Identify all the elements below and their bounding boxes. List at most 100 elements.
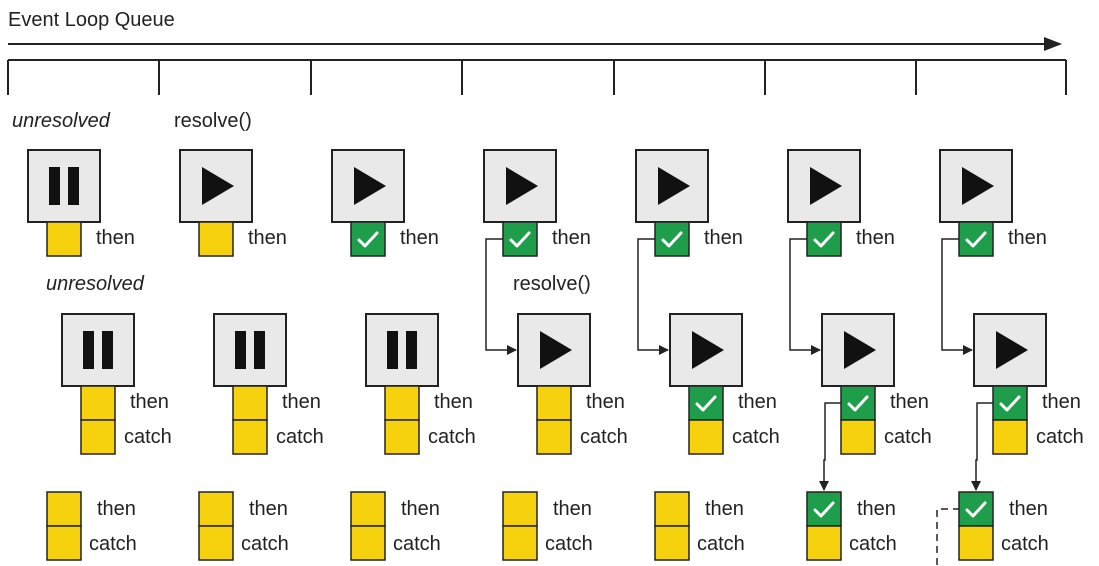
- then-label: then: [705, 498, 744, 520]
- promise2-resolve-label: resolve(): [513, 273, 591, 295]
- play-icon: [692, 331, 724, 369]
- event-loop-timeline: [7, 37, 1067, 95]
- promise2-state-label: unresolved: [46, 273, 145, 295]
- catch-slot: [350, 525, 386, 561]
- then-label: then: [1009, 498, 1048, 520]
- then-label: then: [96, 227, 135, 249]
- catch-slot: [958, 525, 994, 561]
- then-slot: [806, 491, 842, 527]
- play-icon: [962, 167, 994, 205]
- catch-label: catch: [393, 533, 441, 555]
- checkmark-icon: [965, 501, 987, 518]
- catch-slot: [536, 419, 572, 455]
- then-label: then: [857, 498, 896, 520]
- promise1-card: then: [635, 149, 743, 257]
- checkmark-icon: [965, 231, 987, 248]
- then-slot: [502, 491, 538, 527]
- play-icon: [844, 331, 876, 369]
- then-slot: [958, 221, 994, 257]
- then-label: then: [130, 391, 169, 413]
- catch-label: catch: [1001, 533, 1049, 555]
- then-slot: [958, 491, 994, 527]
- then-label: then: [856, 227, 895, 249]
- checkmark-icon: [999, 395, 1021, 412]
- play-icon: [540, 331, 572, 369]
- pause-icon: [387, 331, 417, 369]
- catch-label: catch: [545, 533, 593, 555]
- then-slot: [992, 385, 1028, 421]
- catch-label: catch: [89, 533, 137, 555]
- pause-icon: [235, 331, 265, 369]
- then-label: then: [97, 498, 136, 520]
- then-label: then: [401, 498, 440, 520]
- promise1-card: then: [939, 149, 1047, 257]
- catch-slot: [688, 419, 724, 455]
- then-slot: [654, 221, 690, 257]
- resolve-connector-arrow: [789, 238, 821, 355]
- catch-label: catch: [732, 426, 780, 448]
- resolve-connector-arrow: [485, 238, 517, 355]
- catch-label: catch: [580, 426, 628, 448]
- then-slot: [840, 385, 876, 421]
- pause-icon: [49, 167, 79, 205]
- then-label: then: [552, 227, 591, 249]
- then-slot: [688, 385, 724, 421]
- promise1-state-label: unresolved: [12, 110, 111, 132]
- catch-slot: [840, 419, 876, 455]
- then-slot: [232, 385, 268, 421]
- checkmark-icon: [661, 231, 683, 248]
- then-slot: [198, 221, 234, 257]
- promise1-card: then: [483, 149, 591, 257]
- pause-icon: [83, 331, 113, 369]
- catch-slot: [654, 525, 690, 561]
- diagram-title: Event Loop Queue: [8, 9, 175, 31]
- then-slot: [80, 385, 116, 421]
- catch-slot: [198, 525, 234, 561]
- checkmark-icon: [695, 395, 717, 412]
- promise1-card: then: [331, 149, 439, 257]
- catch-slot: [80, 419, 116, 455]
- promise-box: [61, 313, 135, 387]
- promise1-card: then: [179, 149, 287, 257]
- chain-connector-arrow: [819, 402, 841, 491]
- promise-box: [517, 313, 591, 387]
- then-label: then: [1042, 391, 1081, 413]
- then-label: then: [553, 498, 592, 520]
- play-icon: [810, 167, 842, 205]
- then-label: then: [400, 227, 439, 249]
- checkmark-icon: [813, 231, 835, 248]
- promise1-card: then: [27, 149, 135, 257]
- catch-label: catch: [124, 426, 172, 448]
- catch-slot: [502, 525, 538, 561]
- timeline-columns: then then catch then catch then then catch then c…: [27, 149, 1084, 561]
- then-label: then: [249, 498, 288, 520]
- then-label: then: [890, 391, 929, 413]
- catch-label: catch: [849, 533, 897, 555]
- play-icon: [996, 331, 1028, 369]
- then-slot: [350, 221, 386, 257]
- promise-box: [365, 313, 439, 387]
- catch-label: catch: [428, 426, 476, 448]
- continuation-dashed-line: [936, 508, 960, 566]
- promise3-card: then catch: [46, 491, 137, 561]
- then-label: then: [282, 391, 321, 413]
- catch-label: catch: [276, 426, 324, 448]
- catch-slot: [992, 419, 1028, 455]
- catch-slot: [46, 525, 82, 561]
- then-slot: [46, 491, 82, 527]
- then-slot: [350, 491, 386, 527]
- play-icon: [202, 167, 234, 205]
- resolve-connector-arrow: [941, 238, 973, 355]
- promise-box: [27, 149, 101, 223]
- promise1-card: then: [787, 149, 895, 257]
- then-slot: [502, 221, 538, 257]
- then-slot: [198, 491, 234, 527]
- resolve-connector-arrow: [637, 238, 669, 355]
